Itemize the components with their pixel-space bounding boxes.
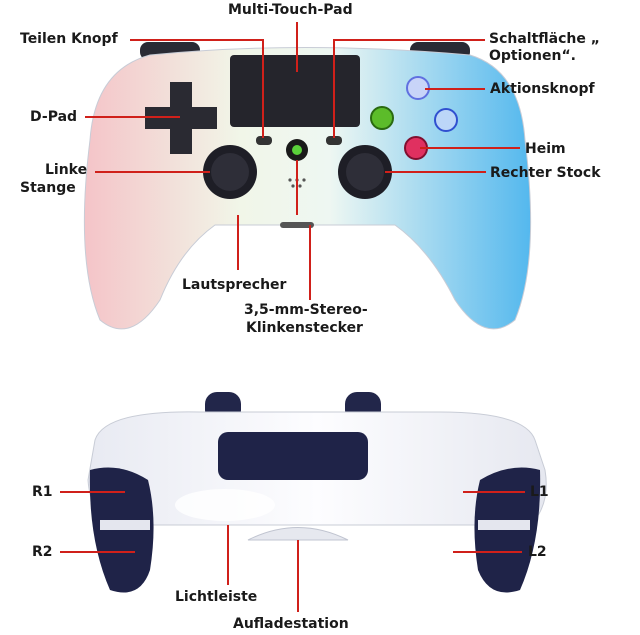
audio-jack <box>280 222 314 228</box>
options-button <box>326 136 342 145</box>
label-l2: L2 <box>528 544 547 560</box>
light-bar <box>175 489 275 521</box>
label-jack-line2: Klinkenstecker <box>246 320 363 336</box>
label-touchpad: Multi-Touch-Pad <box>228 2 353 18</box>
label-action: Aktionsknopf <box>490 81 595 97</box>
label-jack-line1: 3,5-mm-Stereo- <box>244 302 368 318</box>
label-share: Teilen Knopf <box>20 31 118 47</box>
leader-lines <box>60 22 525 612</box>
label-options-line1: Schaltfläche „ <box>489 31 600 47</box>
controller-front <box>83 42 532 330</box>
label-home: Heim <box>525 141 566 157</box>
label-lightbar: Lichtleiste <box>175 589 258 605</box>
charging-port <box>247 527 349 541</box>
square-button <box>370 106 394 130</box>
touchpad <box>230 55 360 127</box>
label-left-stick-line2: Stange <box>20 180 76 196</box>
label-charging: Aufladestation <box>233 616 349 632</box>
circle-button <box>434 108 458 132</box>
r-trigger <box>89 467 154 593</box>
label-options-line2: Optionen“. <box>489 48 576 64</box>
dpad <box>145 82 217 154</box>
label-left-stick-line1: Linke <box>45 162 88 178</box>
label-dpad: D-Pad <box>30 109 78 125</box>
label-speaker: Lautsprecher <box>182 277 287 293</box>
share-button <box>256 136 272 145</box>
label-r1: R1 <box>32 484 53 500</box>
back-panel <box>218 432 368 480</box>
label-r2: R2 <box>32 544 53 560</box>
l-trigger <box>474 467 541 593</box>
controller-back <box>87 392 547 593</box>
label-l1: L1 <box>530 484 549 500</box>
label-right-stick: Rechter Stock <box>490 165 601 181</box>
